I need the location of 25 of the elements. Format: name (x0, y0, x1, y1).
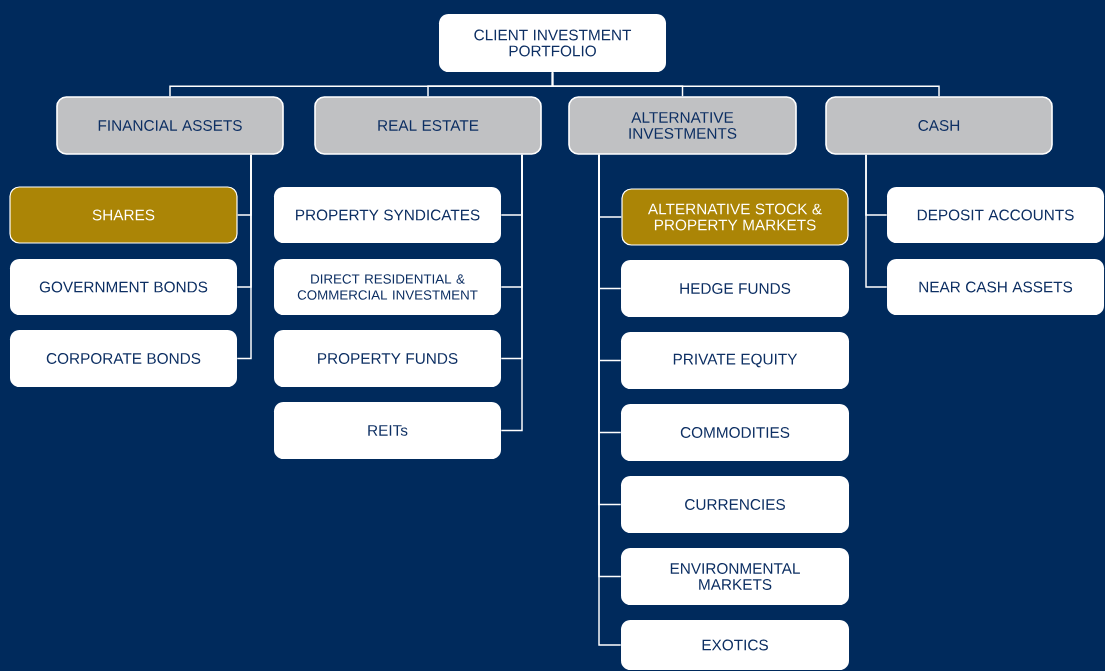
category-box: ALTERNATIVE INVESTMENTS (568, 96, 797, 155)
item-box: REITs (274, 402, 501, 459)
connector-line (500, 154, 523, 432)
item-box: PRIVATE EQUITY (621, 332, 849, 389)
category-box: FINANCIAL ASSETS (56, 96, 284, 155)
item-box: COMMODITIES (621, 404, 849, 461)
highlighted-box: ALTERNATIVE STOCK & PROPERTY MARKETS (621, 188, 849, 246)
category-box: REAL ESTATE (314, 96, 542, 155)
item-box: HEDGE FUNDS (621, 260, 849, 317)
item-box: CORPORATE BONDS (10, 330, 237, 387)
item-box: NEAR CASH ASSETS (887, 259, 1104, 315)
item-box: ENVIRONMENTAL MARKETS (621, 548, 849, 605)
item-box: EXOTICS (621, 620, 849, 670)
item-box: PROPERTY FUNDS (274, 330, 501, 387)
item-box: GOVERNMENT BONDS (10, 259, 237, 315)
connector-line (551, 71, 940, 97)
item-box: DIRECT RESIDENTIAL & COMMERCIAL INVESTMENT (274, 259, 501, 315)
item-box: PROPERTY SYNDICATES (274, 187, 501, 243)
connector-line (865, 154, 888, 288)
root-box: CLIENT INVESTMENT PORTFOLIO (439, 14, 666, 72)
connector-line (236, 154, 252, 360)
item-box: CURRENCIES (621, 476, 849, 533)
highlighted-box: SHARES (9, 186, 238, 244)
item-box: DEPOSIT ACCOUNTS (887, 187, 1104, 243)
category-box: CASH (825, 96, 1053, 155)
